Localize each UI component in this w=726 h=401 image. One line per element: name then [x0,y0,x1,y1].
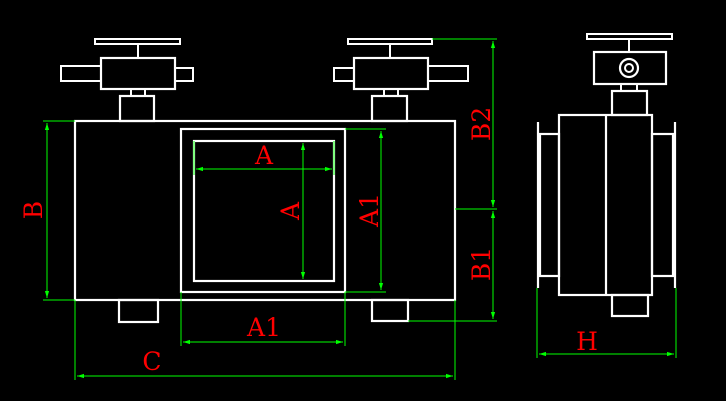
foot [610,293,650,318]
side-shaft-left [60,65,102,82]
flange-left [538,132,561,278]
bonnet [370,94,409,123]
dimension-b [43,120,75,301]
label-b2: B2 [467,107,496,141]
gearbox [352,56,430,91]
inner-opening [192,139,336,283]
flange-right [650,132,675,278]
dimension-a1-vertical [345,128,386,293]
shaft-outer-circle [618,57,640,79]
dimension-c [74,300,456,380]
front-view [43,38,497,380]
label-b: B [19,201,48,219]
left-actuator [60,38,194,123]
foot-left [117,298,160,324]
side-shaft-right [427,65,469,82]
right-actuator [333,38,469,123]
side-shaft-right [174,67,194,82]
dimension-h [536,288,677,358]
label-b1: B1 [467,247,496,281]
gearbox [592,50,668,86]
label-h: H [576,327,598,356]
dimension-a1-horizontal [180,292,346,346]
dimension-a-horizontal [193,141,335,175]
body-outline [73,119,457,302]
outer-frame [179,127,347,294]
handwheel-bar [347,38,433,45]
handwheel-bar [586,33,673,40]
label-a-horizontal: A [254,141,274,170]
label-a-vertical: A [276,201,305,221]
bonnet [610,89,649,117]
foot-right [370,298,410,323]
side-view [536,33,677,358]
label-c: C [142,347,161,376]
side-shaft-left [333,67,355,82]
bonnet [118,94,156,123]
label-a1-vertical: A1 [355,193,384,228]
label-a1-horizontal: A1 [246,313,281,342]
handwheel-bar [94,38,181,45]
gearbox [99,56,177,91]
dimension-b1-b2 [408,38,497,322]
shaft-inner-circle [624,63,634,73]
